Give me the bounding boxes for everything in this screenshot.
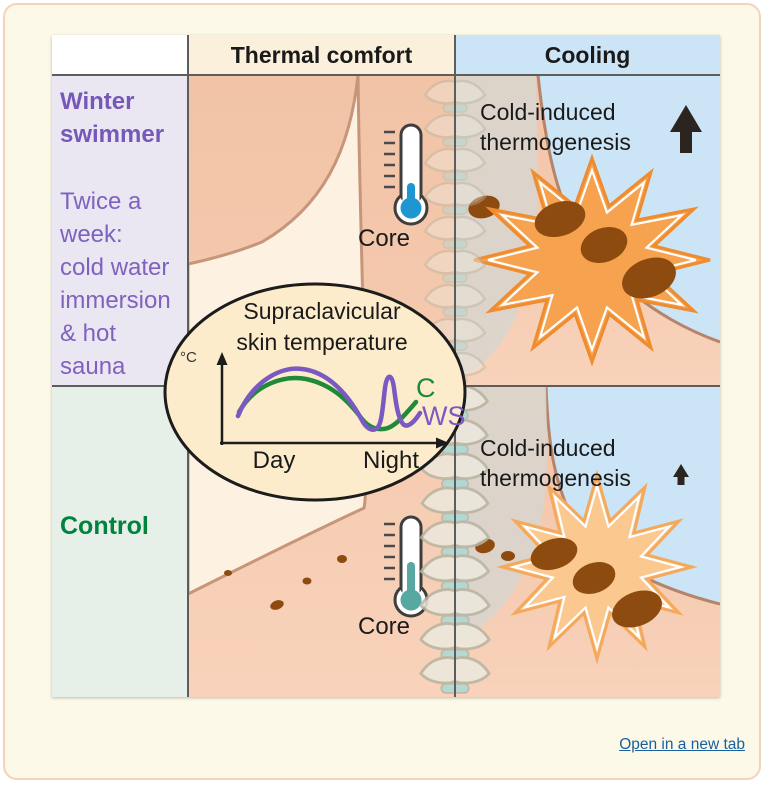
open-in-new-tab-link[interactable]: Open in a new tab — [619, 736, 745, 753]
core-label-winter: Core — [357, 225, 411, 252]
bat-brown-blobs — [534, 200, 676, 299]
header-empty-cell — [52, 35, 188, 75]
inset-chart — [163, 282, 467, 502]
cold-induced-caption-winter: Cold-induced thermogenesis — [480, 99, 631, 155]
large-up-arrow-icon — [670, 105, 702, 153]
y-axis-arrowhead — [216, 352, 228, 365]
curve-winter-swimmer-ws — [235, 366, 423, 432]
inset-chart-title: Supraclavicular skin temperature — [236, 298, 408, 355]
header-cooling-cell — [455, 35, 720, 75]
bat-starburst-mild — [500, 473, 694, 661]
bat-starburst-active — [472, 156, 712, 364]
inset-chart-ellipse — [163, 282, 467, 502]
x-tick-night: Night — [362, 447, 420, 474]
cooling-header: Cooling — [544, 42, 631, 68]
graphical-abstract-figure: Thermal comfort Cooling Winter swimmer T… — [52, 35, 720, 697]
control-label-cell — [52, 386, 188, 697]
winter-swimmer-label-cell — [52, 75, 188, 386]
thermometer-winter-icon — [384, 123, 429, 226]
figure-artwork — [52, 35, 720, 697]
thermometer-ticks — [384, 522, 395, 581]
x-tick-day: Day — [252, 447, 296, 474]
core-label-control: Core — [357, 613, 411, 640]
small-up-arrow-icon — [673, 464, 689, 485]
cold-induced-caption-control: Cold-induced thermogenesis — [480, 435, 631, 491]
fat-specks-control — [224, 555, 347, 610]
y-axis-label: °C — [180, 349, 197, 366]
header-thermal-cell — [188, 35, 455, 75]
bat-brown-blobs — [530, 537, 662, 628]
winter-swimmer-description: Twice a week: cold water immersion & hot… — [60, 188, 171, 380]
thermal-comfort-header: Thermal comfort — [230, 42, 413, 68]
control-label: Control — [60, 512, 149, 540]
page-card: Thermal comfort Cooling Winter swimmer T… — [3, 3, 761, 780]
thermometer-ticks — [384, 130, 395, 189]
winter-swimmer-label: Winter swimmer — [60, 88, 165, 148]
legend-winter-swimmer: WS — [422, 401, 466, 431]
x-axis-arrowhead — [436, 437, 449, 449]
chart-axes — [220, 361, 440, 445]
legend-control: C — [416, 373, 436, 403]
